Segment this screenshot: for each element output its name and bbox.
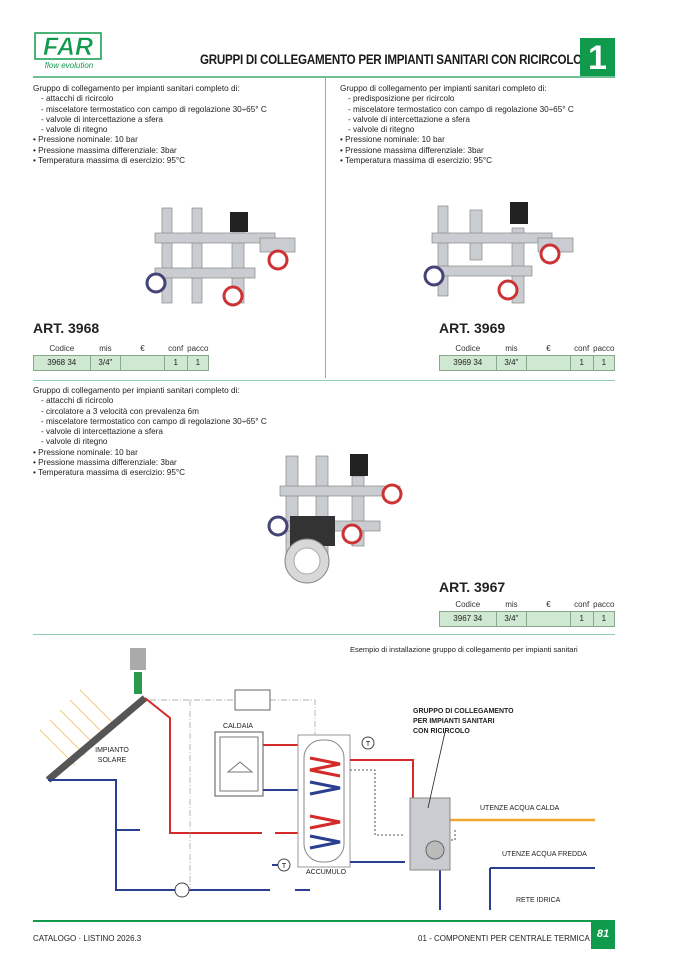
- svg-text:IMPIANTO: IMPIANTO: [95, 747, 129, 754]
- product-image-3967: [267, 454, 403, 584]
- footer-catalog: CATALOGO · LISTINO 2026.3: [33, 934, 142, 943]
- svg-text:SOLARE: SOLARE: [98, 757, 127, 764]
- svg-text:RETE IDRICA: RETE IDRICA: [516, 897, 561, 904]
- air-vent: [130, 648, 146, 670]
- article-title-3969: ART. 3969: [439, 320, 506, 336]
- svg-text:GRUPPO DI COLLEGAMENTO: GRUPPO DI COLLEGAMENTO: [413, 708, 514, 715]
- page-title: GRUPPI DI COLLEGAMENTO PER IMPIANTI SANI…: [200, 52, 582, 67]
- chapter-badge: 1: [580, 38, 615, 78]
- connection-group: [409, 797, 451, 871]
- svg-text:UTENZE ACQUA FREDDA: UTENZE ACQUA FREDDA: [502, 851, 587, 858]
- column-divider: [325, 78, 326, 378]
- product-image-3968: [145, 207, 296, 307]
- svg-text:UTENZE ACQUA CALDA: UTENZE ACQUA CALDA: [480, 805, 560, 812]
- section-divider: [33, 380, 615, 381]
- footer-divider: [33, 920, 615, 922]
- product-description-3969: Gruppo di collegamento per impianti sani…: [340, 84, 574, 166]
- section-divider: [33, 634, 615, 635]
- article-title-3967: ART. 3967: [439, 579, 506, 595]
- svg-text:T: T: [282, 863, 287, 870]
- article-title-3968: ART. 3968: [33, 320, 100, 336]
- product-description-3967: Gruppo di collegamento per impianti sani…: [33, 386, 267, 478]
- svg-text:PER IMPIANTI SANITARI: PER IMPIANTI SANITARI: [413, 718, 495, 725]
- svg-text:CON RICIRCOLO: CON RICIRCOLO: [413, 728, 470, 735]
- installation-diagram: T T IMPIANTO SOLARE CALDAIA ACCUMULO GRU…: [39, 648, 595, 910]
- product-image-3969: [423, 202, 574, 304]
- svg-text:T: T: [366, 741, 371, 748]
- svg-text:ACCUMULO: ACCUMULO: [306, 869, 347, 876]
- page-number: 81: [591, 921, 615, 949]
- solar-panel: [45, 695, 148, 783]
- svg-text:FAR: FAR: [43, 33, 93, 61]
- product-description-3968: Gruppo di collegamento per impianti sani…: [33, 84, 267, 166]
- far-logo: FAR flow evolution: [33, 32, 103, 72]
- diagram-caption: Esempio di installazione gruppo di colle…: [350, 645, 578, 654]
- svg-text:flow evolution: flow evolution: [45, 61, 94, 70]
- pump-icon: [174, 882, 190, 898]
- svg-text:CALDAIA: CALDAIA: [223, 723, 253, 730]
- footer-section: 01 - COMPONENTI PER CENTRALE TERMICA: [418, 934, 590, 943]
- header-divider: [33, 76, 615, 78]
